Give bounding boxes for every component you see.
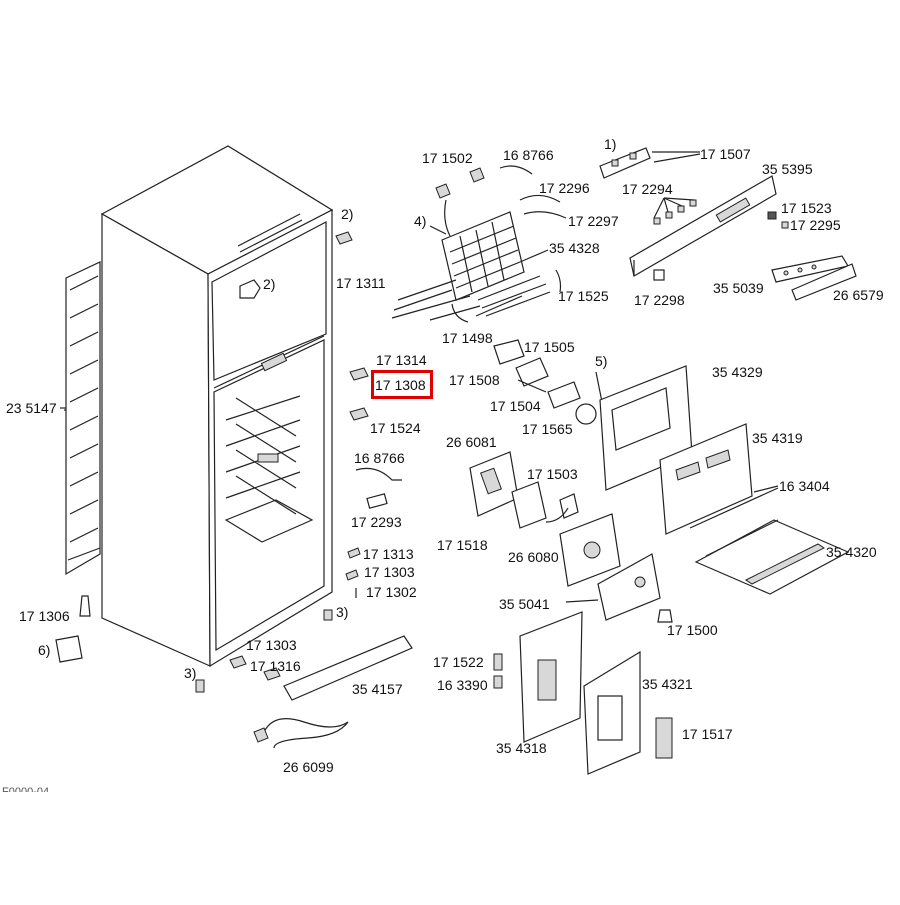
part-label: 26 6099 xyxy=(283,759,334,775)
part-label: 35 4157 xyxy=(352,681,403,697)
highlight-box xyxy=(371,370,433,399)
part-label: 17 1500 xyxy=(667,622,718,638)
callout-number: 3) xyxy=(184,665,197,681)
highlighted-part-label: 17 1308 xyxy=(375,377,426,393)
part-label: 17 1314 xyxy=(376,352,427,368)
part-label: 35 4321 xyxy=(642,676,693,692)
drawing-code: F0000-04 xyxy=(2,786,50,792)
duct-covers xyxy=(599,365,850,595)
part-label: 17 1507 xyxy=(700,146,751,162)
part-label: 17 2294 xyxy=(622,181,673,197)
part-label: 17 2298 xyxy=(634,292,685,308)
part-label: 17 2297 xyxy=(568,213,619,229)
part-label: 16 8766 xyxy=(354,450,405,466)
part-label: 17 1502 xyxy=(422,150,473,166)
part-label: 17 1306 xyxy=(19,608,70,624)
part-label: 17 2293 xyxy=(351,514,402,530)
fridge-cabinet xyxy=(100,145,334,668)
part-label: 17 1565 xyxy=(522,421,573,437)
damper-parts xyxy=(469,339,673,623)
part-label: 35 5041 xyxy=(499,596,550,612)
part-label: 26 6080 xyxy=(508,549,559,565)
lower-panels xyxy=(493,611,673,775)
condenser xyxy=(60,261,101,576)
part-label: 35 4328 xyxy=(549,240,600,256)
callout-number: 2) xyxy=(263,276,276,292)
callout-number: 4) xyxy=(414,213,427,229)
part-label: 17 1517 xyxy=(682,726,733,742)
callout-number: 6) xyxy=(38,642,51,658)
bottom-parts xyxy=(253,635,413,749)
callout-number: 1) xyxy=(604,136,617,152)
part-label: 17 1303 xyxy=(364,564,415,580)
part-label: 17 1311 xyxy=(336,275,386,291)
part-label: 17 1523 xyxy=(781,200,832,216)
part-label: 23 5147 xyxy=(6,400,57,416)
part-label: 17 1303 xyxy=(246,637,297,653)
part-label: 35 4329 xyxy=(712,364,763,380)
control-panel xyxy=(599,147,857,301)
part-label: 17 1525 xyxy=(558,288,609,304)
part-label: 17 1518 xyxy=(437,537,488,553)
part-label: 17 1508 xyxy=(449,372,500,388)
callout-number: 5) xyxy=(595,353,608,369)
part-label: 17 1498 xyxy=(442,330,493,346)
part-label: 16 8766 xyxy=(503,147,554,163)
callout-number: 3) xyxy=(336,604,349,620)
part-label: 17 1302 xyxy=(366,584,417,600)
callout-number: 2) xyxy=(341,206,354,222)
part-label: 16 3404 xyxy=(779,478,830,494)
part-label: 35 5039 xyxy=(713,280,764,296)
part-label: 17 2296 xyxy=(539,180,590,196)
part-label: 26 6081 xyxy=(446,434,497,450)
evaporator xyxy=(391,165,567,323)
part-label: 17 1316 xyxy=(250,658,301,674)
part-label: 16 3390 xyxy=(437,677,488,693)
part-label: 17 1503 xyxy=(527,466,578,482)
leader-lines xyxy=(64,151,779,603)
part-label: 35 4319 xyxy=(752,430,803,446)
part-label: 35 5395 xyxy=(762,161,813,177)
part-label: 17 1522 xyxy=(433,654,484,670)
part-label: 35 4318 xyxy=(496,740,547,756)
part-label: 17 2295 xyxy=(790,217,841,233)
part-label: 17 1504 xyxy=(490,398,541,414)
part-label: 17 1505 xyxy=(524,339,575,355)
part-label: 17 1313 xyxy=(363,546,414,562)
small-parts xyxy=(55,231,402,693)
part-label: 17 1524 xyxy=(370,420,421,436)
part-label: 35 4320 xyxy=(826,544,877,560)
part-label: 26 6579 xyxy=(833,287,884,303)
